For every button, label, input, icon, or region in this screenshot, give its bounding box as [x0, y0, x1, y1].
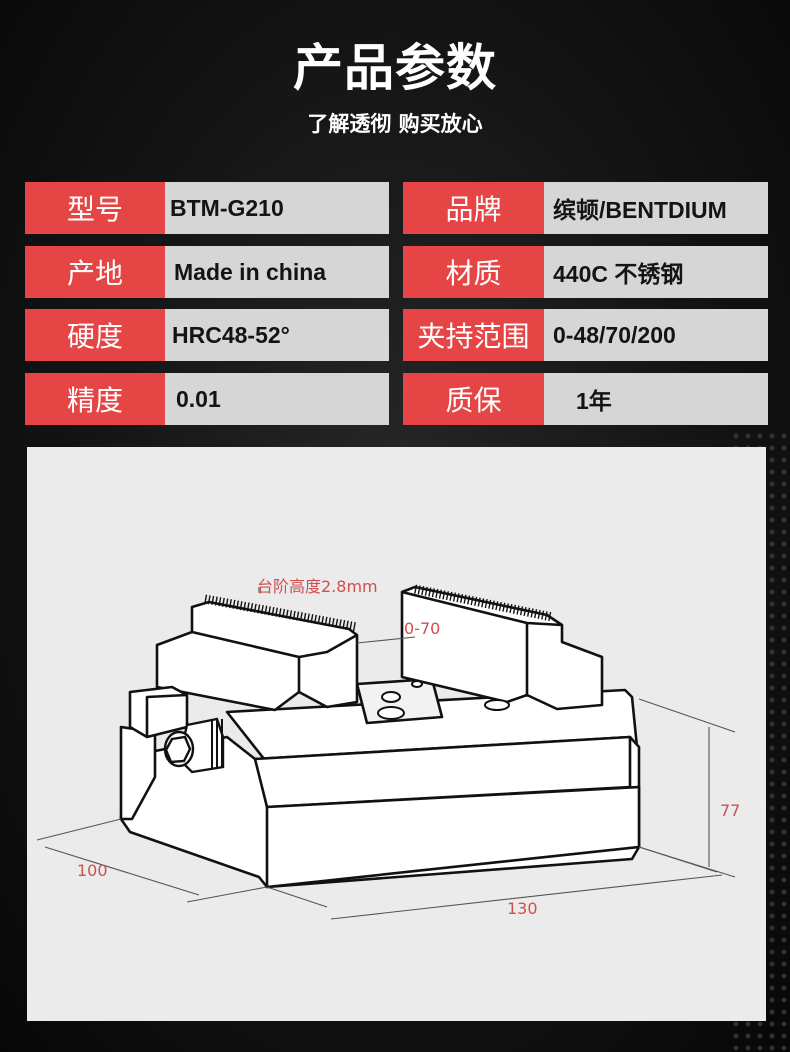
spec-row-precision: 精度 0.01	[25, 373, 389, 425]
spec-value: 0.01	[165, 373, 389, 425]
spec-row-clamping-range: 夹持范围 0-48/70/200	[403, 309, 768, 361]
spec-label: 产地	[25, 246, 165, 298]
spec-label: 夹持范围	[403, 309, 544, 361]
depth-dimension-label: 100	[77, 861, 108, 880]
spec-value: HRC48-52°	[165, 309, 389, 361]
spec-row-hardness: 硬度 HRC48-52°	[25, 309, 389, 361]
spec-value: 440C 不锈钢	[544, 246, 768, 298]
spec-label: 精度	[25, 373, 165, 425]
spec-value: 缤顿/BENTDIUM	[544, 182, 768, 234]
spec-row-brand: 品牌 缤顿/BENTDIUM	[403, 182, 768, 234]
spec-value: 1年	[544, 373, 768, 425]
spec-label: 品牌	[403, 182, 544, 234]
vise-drawing	[36, 584, 736, 920]
spec-value: Made in china	[165, 246, 389, 298]
spec-row-origin: 产地 Made in china	[25, 246, 389, 298]
spec-row-model: 型号 BTM-G210	[25, 182, 389, 234]
spec-label: 型号	[25, 182, 165, 234]
height-dimension-label: 77	[720, 801, 741, 820]
opening-dimension-label: 0-70	[404, 619, 441, 638]
page-title: 产品参数	[293, 39, 497, 97]
page-subtitle: 了解透彻 购买放心	[307, 112, 483, 136]
spec-value: BTM-G210	[165, 182, 389, 234]
spec-label: 材质	[403, 246, 544, 298]
spec-row-material: 材质 440C 不锈钢	[403, 246, 768, 298]
width-dimension-label: 130	[507, 899, 538, 918]
spec-label: 硬度	[25, 309, 165, 361]
spec-value: 0-48/70/200	[544, 309, 768, 361]
step-height-label: 台阶高度2.8mm	[257, 577, 378, 596]
spec-label: 质保	[403, 373, 544, 425]
vise-diagram-panel: 台阶高度2.8mm 0-70 77 100 130	[27, 447, 766, 1021]
spec-row-warranty: 质保 1年	[403, 373, 768, 425]
